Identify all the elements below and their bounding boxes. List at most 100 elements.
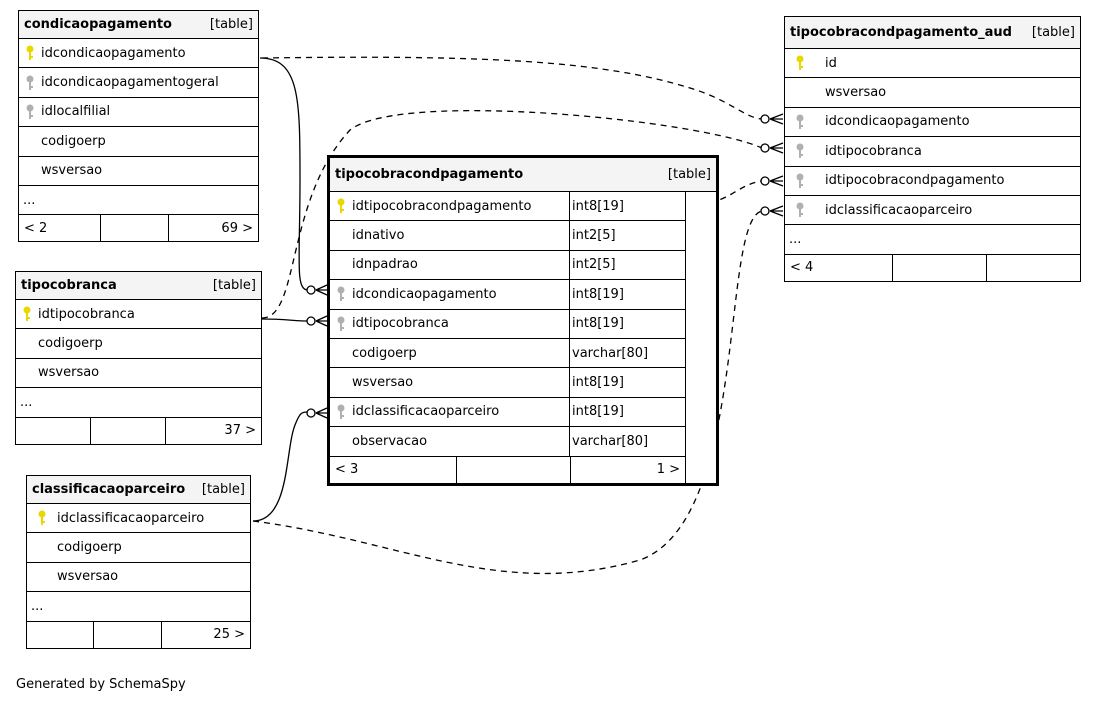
column-row[interactable]: idtipocobranca: [785, 137, 1080, 167]
children-count[interactable]: 1 >: [656, 462, 680, 478]
table-tipocobracondpagamento-aud[interactable]: tipocobracondpagamento_aud [table] id ws…: [784, 16, 1081, 282]
column-type: int2[5]: [570, 250, 686, 280]
column-name: idlocalfilial: [41, 104, 111, 120]
parents-count[interactable]: < 3: [330, 456, 457, 483]
edge-tipocobranca-to-main: [261, 318, 309, 322]
parents-count[interactable]: < 2: [19, 215, 101, 242]
foreign-key-icon: [785, 143, 815, 159]
table-header: condicaopagamento [table]: [19, 11, 258, 39]
parents-count[interactable]: < 4: [785, 254, 893, 281]
column-name: codigoerp: [38, 336, 103, 352]
column-type: int8[19]: [570, 309, 686, 338]
edge-condicao-to-aud: [261, 56, 763, 120]
generated-by-footer[interactable]: Generated by SchemaSpy: [16, 677, 186, 692]
column-name: observacao: [352, 427, 570, 456]
foreign-key-icon: [330, 316, 352, 332]
column-name: codigoerp: [352, 338, 570, 368]
column-name: idcondicaopagamentogeral: [41, 75, 219, 91]
column-type: int8[19]: [570, 397, 686, 427]
children-count[interactable]: 37 >: [224, 423, 256, 439]
table-name: classificacaoparceiro: [32, 482, 186, 497]
primary-key-icon: [785, 55, 815, 71]
table-header: classificacaoparceiro [table]: [27, 476, 250, 504]
edge-end-circle: [306, 408, 316, 418]
foreign-key-icon: [330, 404, 352, 420]
column-row[interactable]: idtipocobranca: [16, 300, 261, 330]
children-count[interactable]: [987, 255, 1080, 281]
primary-key-icon: [330, 198, 352, 214]
primary-key-icon: [19, 45, 41, 61]
column-name: idnpadrao: [352, 250, 570, 280]
column-row[interactable]: codigoerp: [19, 127, 258, 157]
children-count[interactable]: 25 >: [213, 627, 245, 643]
column-row[interactable]: id: [785, 49, 1080, 79]
column-row[interactable]: codigoerp: [16, 329, 261, 359]
column-type: varchar[80]: [570, 427, 686, 456]
table-header: tipocobracondpagamento [table]: [330, 158, 716, 192]
foreign-key-icon: [19, 75, 41, 91]
column-row[interactable]: idcondicaopagamento: [19, 39, 258, 69]
column-row[interactable]: idcondicaopagamento: [785, 108, 1080, 138]
column-name: idclassificacaoparceiro: [825, 202, 973, 218]
column-name: idtipocobranca: [352, 309, 570, 338]
foreign-key-icon: [19, 104, 41, 120]
table-classificacaoparceiro[interactable]: classificacaoparceiro [table] idclassifi…: [26, 475, 251, 649]
edge-end-circle: [760, 206, 770, 216]
table-tipocobranca[interactable]: tipocobranca [table] idtipocobranca codi…: [15, 271, 262, 445]
table-condicaopagamento[interactable]: condicaopagamento [table] idcondicaopaga…: [18, 10, 259, 243]
column-name: wsversao: [352, 368, 570, 397]
edge-end-circle: [306, 316, 316, 326]
more-columns: ...: [785, 225, 1080, 255]
column-type: int2[5]: [570, 221, 686, 250]
column-type: varchar[80]: [570, 338, 686, 368]
edge-classif-to-main: [252, 411, 309, 522]
column-name: codigoerp: [57, 540, 122, 556]
table-footer: < 3 1 >: [330, 456, 686, 483]
column-name: idtipocobranca: [38, 306, 135, 322]
more-columns: ...: [27, 592, 250, 622]
column-name: idcondicaopagamento: [352, 280, 570, 309]
column-row[interactable]: idclassificacaoparceiro: [27, 504, 250, 534]
parents-count[interactable]: [27, 621, 94, 648]
column-row[interactable]: wsversao: [785, 78, 1080, 108]
table-type: [table]: [1031, 25, 1075, 40]
column-row[interactable]: wsversao: [19, 157, 258, 186]
column-row[interactable]: wsversao: [16, 359, 261, 389]
column-name: idclassificacaoparceiro: [352, 397, 570, 427]
column-row[interactable]: idlocalfilial: [19, 98, 258, 128]
column-name: idtipocobracondpagamento: [825, 173, 1005, 189]
table-type: [table]: [212, 278, 256, 293]
edge-end-circle: [760, 176, 770, 186]
foreign-key-icon: [785, 202, 815, 218]
column-name: idclassificacaoparceiro: [57, 510, 205, 526]
table-footer: 37 >: [16, 417, 261, 444]
table-footer: 25 >: [27, 621, 250, 648]
column-row[interactable]: idtipocobracondpagamento: [785, 167, 1080, 196]
edge-end-circle: [760, 114, 770, 124]
table-name: tipocobranca: [21, 278, 117, 293]
column-row[interactable]: codigoerp: [27, 533, 250, 563]
column-type: int8[19]: [570, 192, 686, 221]
table-name: tipocobracondpagamento_aud: [790, 25, 1012, 40]
column-row[interactable]: idcondicaopagamentogeral: [19, 68, 258, 98]
table-type: [table]: [209, 17, 253, 32]
children-count[interactable]: 69 >: [221, 220, 253, 236]
column-row[interactable]: wsversao: [27, 563, 250, 593]
edge-tipocobranca-to-aud: [261, 110, 763, 319]
column-name: idtipocobracondpagamento: [352, 192, 570, 221]
table-name: tipocobracondpagamento: [335, 167, 524, 182]
column-row[interactable]: idclassificacaoparceiro: [785, 196, 1080, 226]
parents-count[interactable]: [16, 417, 91, 444]
primary-key-icon: [16, 306, 38, 322]
table-tipocobracondpagamento[interactable]: tipocobracondpagamento [table] idtipocob…: [327, 155, 719, 486]
